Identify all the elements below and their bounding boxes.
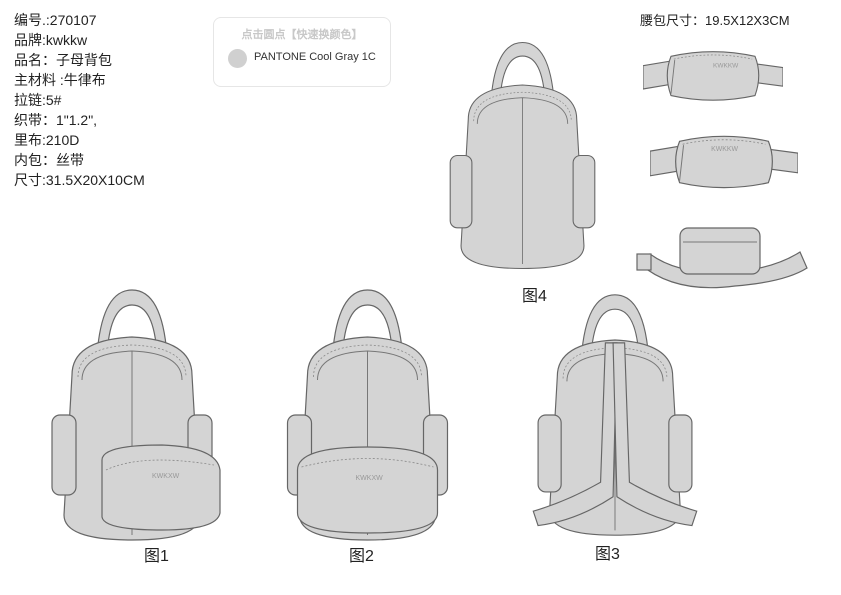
backpack-front-fig2: KWKXW (275, 285, 460, 545)
color-swatch-cool-gray[interactable] (228, 49, 247, 68)
waist-bag-front-view: KWKKW (650, 130, 798, 192)
waist-bag-size-label: 腰包尺寸：19.5X12X3CM (640, 13, 790, 28)
pouch-logo: KWKXW (152, 473, 180, 480)
spec-size: 尺寸:31.5X20X10CM (14, 172, 145, 188)
waist-bag-logo: KWKKW (711, 146, 738, 153)
backpack-back-fig3 (532, 290, 698, 540)
waist-bag-back-view (636, 227, 808, 289)
spec-code: 编号.:270107 (14, 12, 97, 28)
pouch-logo: KWKXW (356, 475, 384, 482)
color-picker-title: 点击圆点【快速换颜色】 (241, 29, 363, 41)
spec-zipper: 拉链:5# (14, 92, 62, 108)
color-picker-panel: 点击圆点【快速换颜色】 PANTONE Cool Gray 1C (213, 17, 391, 87)
figure-3-label: 图3 (595, 546, 620, 563)
spec-product-name: 品名：子母背包 (14, 52, 112, 68)
figure-4-label: 图4 (522, 288, 547, 305)
spec-brand: 品牌:kwkkw (14, 32, 88, 48)
waist-bag-angle-view: KWKKW (643, 44, 783, 106)
spec-list: 编号.:270107 品牌:kwkkw 品名：子母背包 主材料 :牛律布 拉链:… (14, 10, 145, 190)
spec-lining: 里布:210D (14, 132, 80, 148)
color-swatch-label: PANTONE Cool Gray 1C (254, 51, 376, 63)
spec-material: 主材料 :牛律布 (14, 72, 106, 88)
backpack-side-view-fig4 (440, 38, 605, 273)
waist-bag-logo: KWKKW (713, 63, 739, 70)
figure-2-label: 图2 (349, 548, 374, 565)
backpack-front-angle-fig1: KWKXW (42, 285, 221, 545)
figure-1-label: 图1 (144, 548, 169, 565)
spec-inner-bag: 内包：丝带 (14, 152, 84, 168)
spec-webbing: 织带：1"1.2", (14, 112, 98, 128)
